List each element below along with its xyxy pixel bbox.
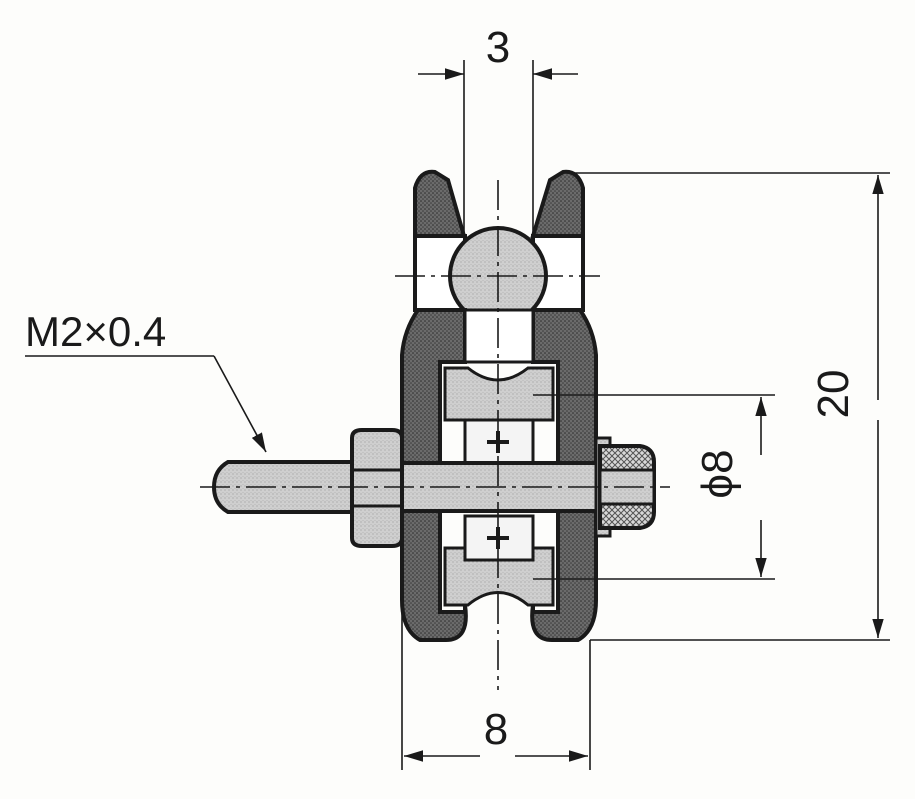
dimension-top-width-label: 3 [486,23,510,72]
center-lines [200,180,670,690]
upper-right-tip [530,169,585,238]
pulley-lower [443,546,555,607]
thread-leader [25,355,267,453]
dimension-top-width [418,60,578,236]
dimension-body-width [401,600,591,770]
hex-nut [350,428,404,548]
dimension-height-label: 20 [809,370,858,419]
center-post [463,308,535,364]
dimension-bore-label: ϕ8 [693,449,742,498]
dimension-bore [533,394,775,580]
bearing-lower [463,514,535,562]
thread-label: M2×0.4 [25,308,166,355]
dimension-body-width-label: 8 [484,705,508,754]
pulley-upper [443,366,555,422]
dimension-height [573,172,890,641]
upper-left-tip [413,169,467,238]
bearing-upper [463,418,535,466]
